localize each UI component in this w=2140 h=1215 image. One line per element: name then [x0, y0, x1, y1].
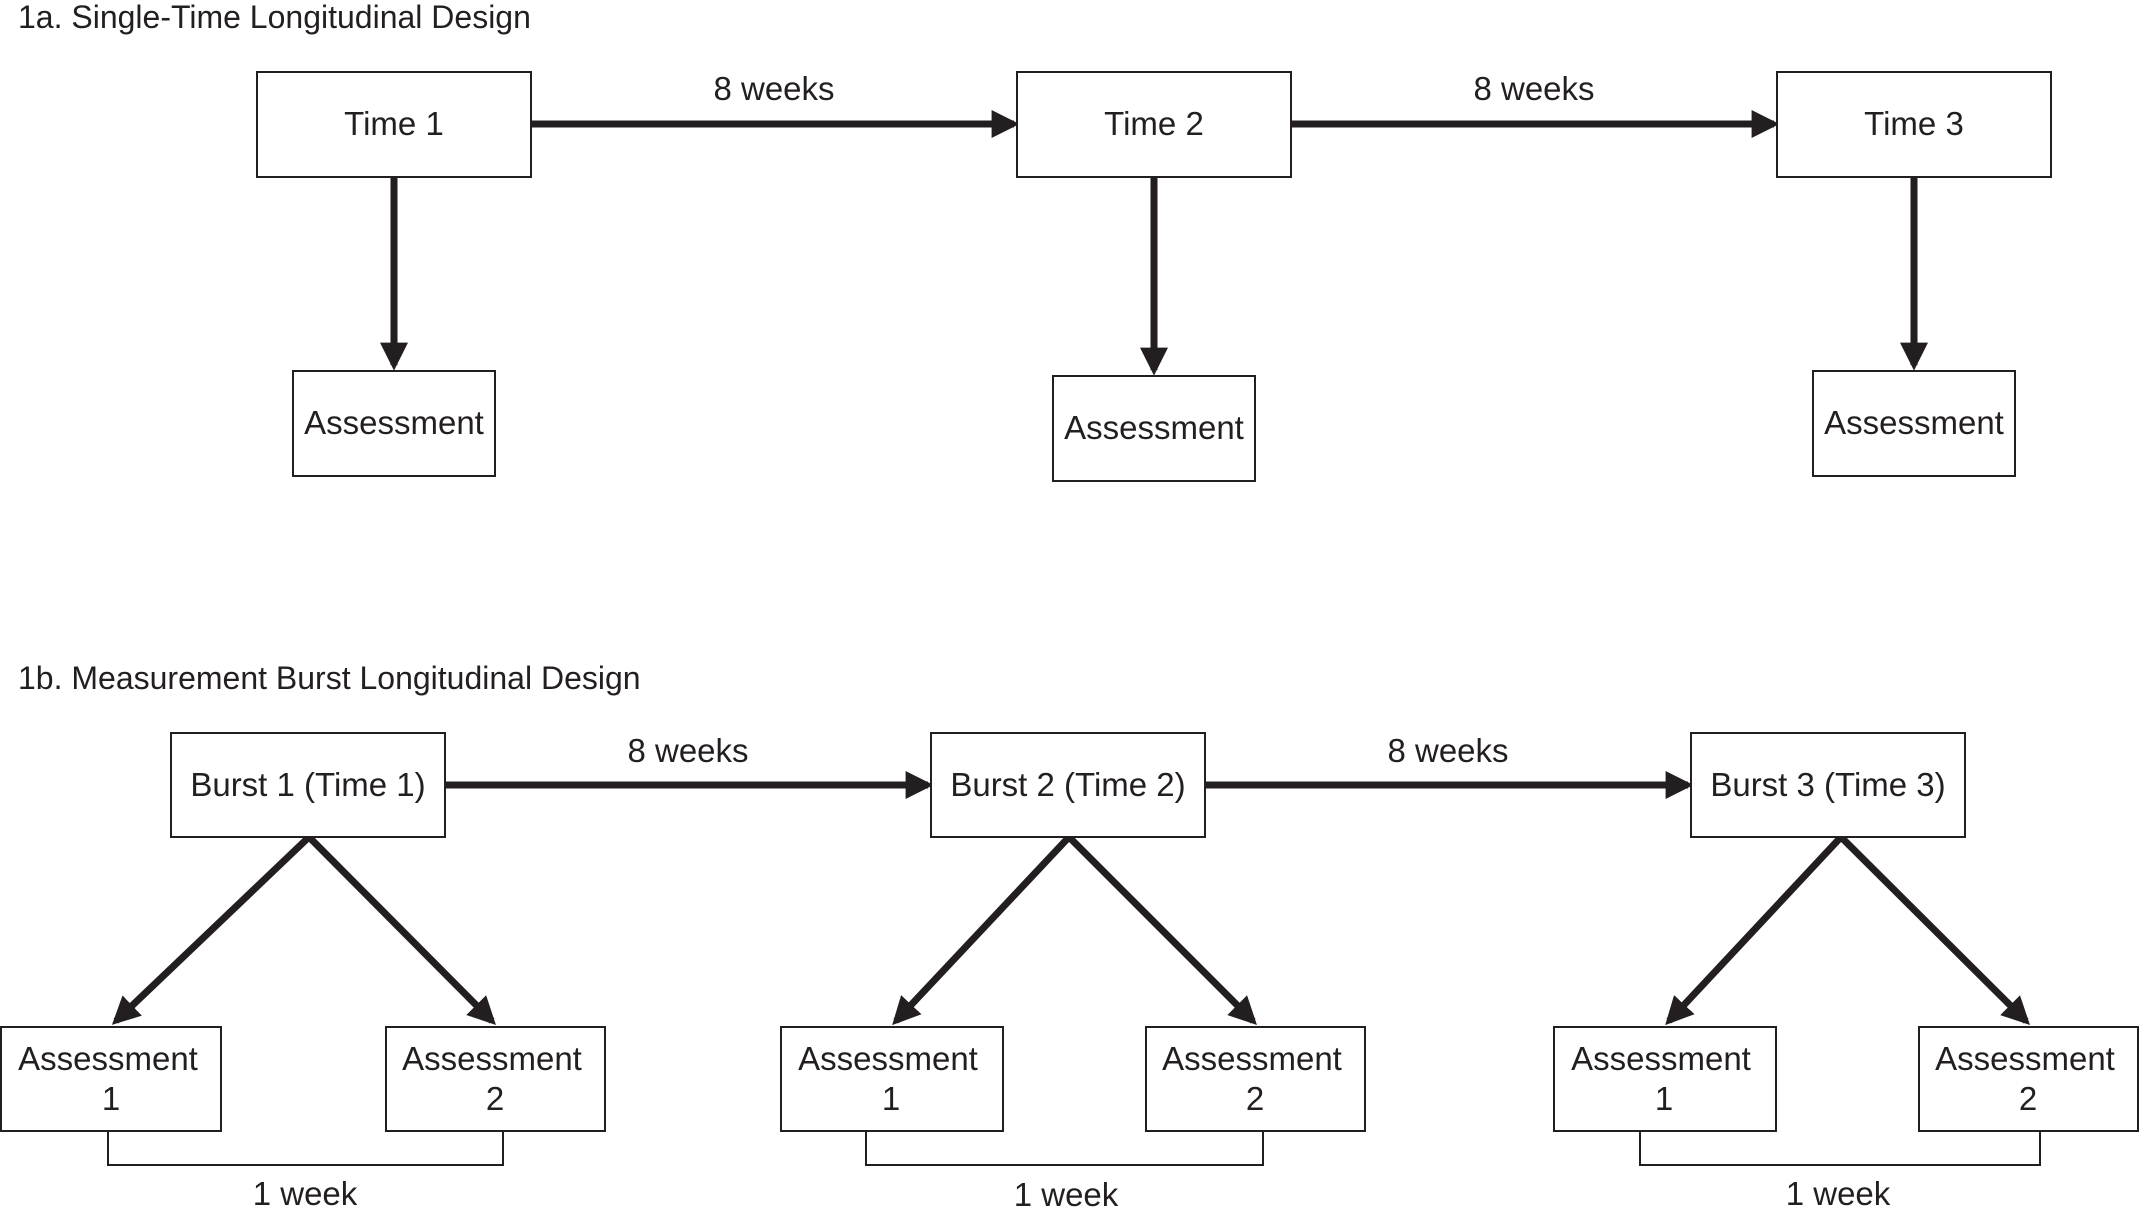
burst-1-assessment-2-number: 2: [486, 1080, 504, 1117]
burst-3-week-label: 1 week: [1786, 1175, 1891, 1212]
interval-label-a2: 8 weeks: [1473, 70, 1594, 107]
burst-3-assessment-1-box: Assessment 1: [1553, 1026, 1777, 1132]
burst-1-arrow-assessment-2: [306, 834, 496, 1025]
burst-2-assessment-1-number: 1: [882, 1080, 900, 1117]
burst-2-label: Burst 2 (Time 2): [950, 766, 1185, 803]
burst-2-assessment-2-box: Assessment 2: [1145, 1026, 1366, 1132]
burst-1-label: Burst 1 (Time 1): [190, 766, 425, 803]
interval-label-b2: 8 weeks: [1387, 732, 1508, 769]
burst-1-assessment-2-box: Assessment 2: [385, 1026, 606, 1132]
burst-3-week-bracket: [1639, 1131, 2041, 1166]
burst-2-week-label: 1 week: [1014, 1176, 1119, 1213]
time-1-box: Time 1: [256, 71, 532, 178]
burst-2-assessment-1-label: Assessment: [798, 1040, 978, 1077]
panel-b-title: 1b. Measurement Burst Longitudinal Desig…: [18, 660, 641, 696]
burst-2-week-bracket: [865, 1131, 1264, 1166]
burst-2-assessment-2-number: 2: [1246, 1080, 1264, 1117]
burst-2-assessment-2-label: Assessment: [1162, 1040, 1342, 1077]
burst-1-assessment-1-label: Assessment: [18, 1040, 198, 1077]
assessment-box-a2: Assessment: [1052, 375, 1256, 482]
burst-3-assessment-2-box: Assessment 2: [1918, 1026, 2139, 1132]
burst-3-assessment-1-label: Assessment: [1571, 1040, 1751, 1077]
assessment-label-a2: Assessment: [1064, 409, 1244, 446]
burst-2-arrow-assessment-2: [1066, 834, 1257, 1025]
burst-1-week-label: 1 week: [253, 1175, 358, 1212]
burst-3-arrow-assessment-2: [1838, 834, 2030, 1025]
time-1-label: Time 1: [344, 105, 444, 142]
time-3-label: Time 3: [1864, 105, 1964, 142]
burst-1-assessment-1-box: Assessment 1: [0, 1026, 222, 1132]
time-2-box: Time 2: [1016, 71, 1292, 178]
burst-3-assessment-2-label: Assessment: [1935, 1040, 2115, 1077]
interval-label-a1: 8 weeks: [713, 70, 834, 107]
interval-label-b1: 8 weeks: [627, 732, 748, 769]
burst-3-assessment-1-number: 1: [1655, 1080, 1673, 1117]
assessment-label-a1: Assessment: [304, 404, 484, 441]
burst-1-week-bracket: [107, 1131, 504, 1166]
burst-3-box: Burst 3 (Time 3): [1690, 732, 1966, 838]
panel-a: 1a. Single-Time Longitudinal Design 8 we…: [18, 0, 2052, 482]
assessment-box-a1: Assessment: [292, 370, 496, 477]
burst-1-assessment-2-label: Assessment: [402, 1040, 582, 1077]
burst-3-label: Burst 3 (Time 3): [1710, 766, 1945, 803]
panel-a-title: 1a. Single-Time Longitudinal Design: [18, 0, 531, 35]
time-2-label: Time 2: [1104, 105, 1204, 142]
burst-1-assessment-1-number: 1: [102, 1080, 120, 1117]
time-3-box: Time 3: [1776, 71, 2052, 178]
assessment-label-a3: Assessment: [1824, 404, 2004, 441]
burst-1-box: Burst 1 (Time 1): [170, 732, 446, 838]
assessment-box-a3: Assessment: [1812, 370, 2016, 477]
panel-b: 1b. Measurement Burst Longitudinal Desig…: [0, 660, 2139, 1213]
burst-2-assessment-1-box: Assessment 1: [780, 1026, 1004, 1132]
burst-2-arrow-assessment-1: [892, 834, 1072, 1026]
burst-3-assessment-2-number: 2: [2019, 1080, 2037, 1117]
burst-3-arrow-assessment-1: [1665, 834, 1844, 1026]
burst-2-box: Burst 2 (Time 2): [930, 732, 1206, 838]
burst-1-arrow-assessment-1: [111, 834, 312, 1025]
